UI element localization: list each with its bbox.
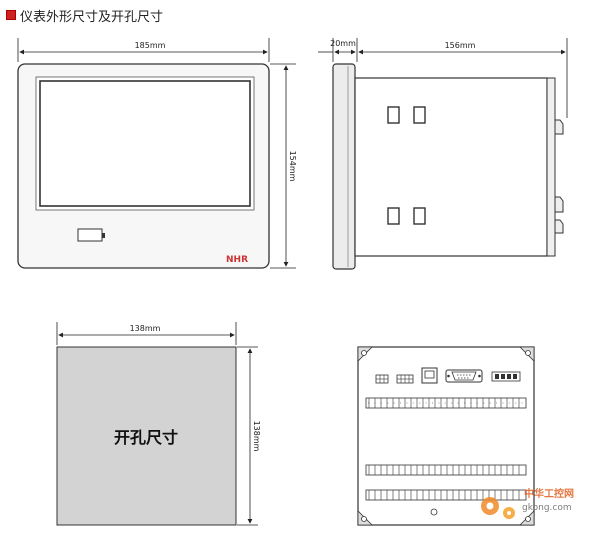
front-width-label: 185mm	[135, 41, 166, 50]
section-header: 仪表外形尺寸及开孔尺寸	[6, 5, 163, 25]
red-square-icon	[6, 10, 16, 20]
rear-view	[357, 346, 535, 526]
instrument-body	[354, 77, 548, 257]
mounting-clip	[387, 207, 400, 225]
cutout-label: 开孔尺寸	[114, 428, 178, 447]
brand-logo: NHR	[226, 255, 248, 265]
screw-icon	[525, 350, 531, 356]
display-screen	[39, 80, 251, 207]
panel-cutout	[56, 346, 237, 526]
ethernet-port-icon	[421, 367, 438, 384]
terminal-strip	[365, 464, 527, 476]
front-height-label: 154mm	[288, 151, 297, 182]
power-terminal-connector	[491, 371, 521, 382]
rear-cap	[546, 77, 556, 257]
mounting-clip	[413, 106, 426, 124]
mounting-clip	[413, 207, 426, 225]
side-body-depth-label: 156mm	[445, 41, 476, 50]
cutout-height-label: 138mm	[252, 421, 261, 452]
front-view: 185mm 154mm NHR	[17, 38, 297, 269]
card-slot	[77, 228, 103, 242]
watermark: 中华工控网 gkong.com	[481, 487, 574, 519]
watermark-domain: gkong.com	[522, 503, 572, 513]
terminal-strip	[365, 489, 527, 501]
screw-icon	[525, 516, 531, 522]
small-terminal-connector	[375, 374, 389, 384]
terminal-strip	[365, 397, 527, 409]
side-front-depth-label: 20mm	[330, 39, 356, 48]
bezel-side	[332, 63, 356, 270]
small-terminal-connector	[396, 374, 414, 384]
cutout-width-label: 138mm	[130, 324, 161, 333]
card-slot-tab	[102, 233, 105, 238]
rear-connector	[554, 119, 564, 135]
cutout-view: 138mm 138mm 开孔尺寸	[56, 322, 261, 526]
section-title: 仪表外形尺寸及开孔尺寸	[20, 9, 164, 25]
watermark-site-name: 中华工控网	[524, 487, 574, 500]
rear-connector	[554, 219, 564, 234]
serial-port-icon	[445, 369, 483, 383]
mounting-clip	[387, 106, 400, 124]
side-view: 20mm 156mm	[318, 38, 568, 270]
gear-icon	[481, 497, 515, 519]
rear-connector	[554, 196, 564, 213]
screw-icon	[361, 350, 367, 356]
screw-icon	[361, 516, 367, 522]
rear-hole	[430, 508, 438, 516]
